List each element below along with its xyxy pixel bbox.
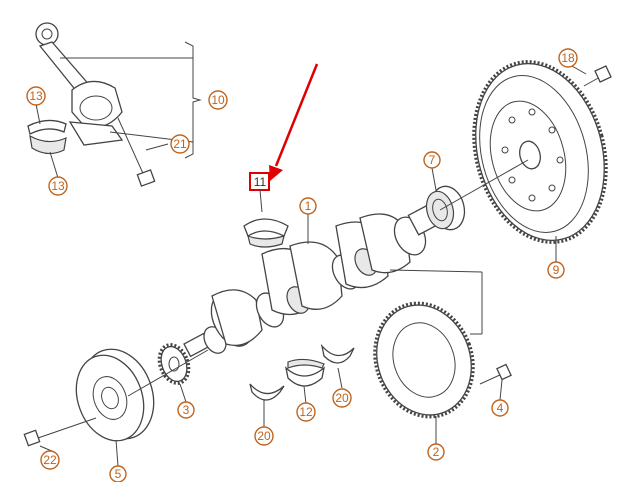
callout-ring xyxy=(296,402,316,422)
callout-number: 9 xyxy=(553,263,560,277)
callout-ring xyxy=(427,443,445,461)
thrust-washer-20-upper xyxy=(320,343,355,364)
callout-12: 12 xyxy=(296,402,316,422)
callout-number: 13 xyxy=(51,179,65,193)
callout-number: 7 xyxy=(429,153,436,167)
callout-13: 13 xyxy=(26,86,46,106)
callout-4: 4 xyxy=(491,399,509,417)
callout-number: 12 xyxy=(299,405,313,419)
callout-ring xyxy=(26,86,46,106)
crankshaft xyxy=(183,202,443,358)
callout-ring xyxy=(547,261,565,279)
flywheel-bolt-holes xyxy=(501,108,564,202)
callout-number: 18 xyxy=(561,51,575,65)
callout-ring xyxy=(491,399,509,417)
flywheel xyxy=(472,60,608,244)
callout-ring xyxy=(40,450,60,470)
callout-ring xyxy=(208,90,228,110)
callout-3: 3 xyxy=(177,401,195,419)
callout-21: 21 xyxy=(170,134,190,154)
callout-ring xyxy=(254,426,274,446)
group-bracket xyxy=(184,41,202,159)
main-bearing-shell-lower xyxy=(284,366,325,387)
callout-number: 5 xyxy=(115,467,122,481)
callout-ring xyxy=(170,134,190,154)
callout-10: 10 xyxy=(208,90,228,110)
connecting-rod xyxy=(35,22,124,146)
callout-number: 21 xyxy=(173,137,187,151)
callout-1: 1 xyxy=(299,197,317,215)
callout-ring xyxy=(558,48,578,68)
callout-20: 20 xyxy=(254,426,274,446)
callout-13: 13 xyxy=(48,176,68,196)
thrust-washer-20-lower xyxy=(249,383,285,401)
callout-number: 4 xyxy=(497,401,504,415)
callout-number: 2 xyxy=(433,445,440,459)
callout-number: 20 xyxy=(335,391,349,405)
main-bearing-shell-upper xyxy=(243,218,289,237)
callout-number: 20 xyxy=(257,429,271,443)
con-rod-bearing-shells xyxy=(27,119,67,155)
callout-5: 5 xyxy=(109,465,127,482)
callout-ring xyxy=(299,197,317,215)
callout-ring xyxy=(423,151,441,169)
callout-number: 11 xyxy=(254,175,267,189)
highlight-box xyxy=(249,172,270,191)
callout-number: 22 xyxy=(43,453,57,467)
callout-number: 13 xyxy=(29,89,43,103)
callout-number: 10 xyxy=(211,93,225,107)
callout-ring xyxy=(332,388,352,408)
callout-9: 9 xyxy=(547,261,565,279)
callout-18: 18 xyxy=(558,48,578,68)
callout-7: 7 xyxy=(423,151,441,169)
callout-number: 1 xyxy=(305,199,312,213)
crankshaft-pulley xyxy=(75,348,155,442)
drive-plate-bolt xyxy=(479,363,512,385)
callout-11: 11 xyxy=(254,175,267,189)
callout-2: 2 xyxy=(427,443,445,461)
highlight-arrow xyxy=(269,63,319,181)
callout-ring xyxy=(177,401,195,419)
drive-plate xyxy=(373,301,475,419)
callout-20: 20 xyxy=(332,388,352,408)
callout-number: 3 xyxy=(183,403,190,417)
flywheel-bolt xyxy=(583,65,612,87)
callout-ring xyxy=(48,176,68,196)
callout-ring xyxy=(109,465,127,482)
callout-22: 22 xyxy=(40,450,60,470)
pulley-bolt xyxy=(23,417,97,447)
con-rod-bolt xyxy=(117,117,156,187)
